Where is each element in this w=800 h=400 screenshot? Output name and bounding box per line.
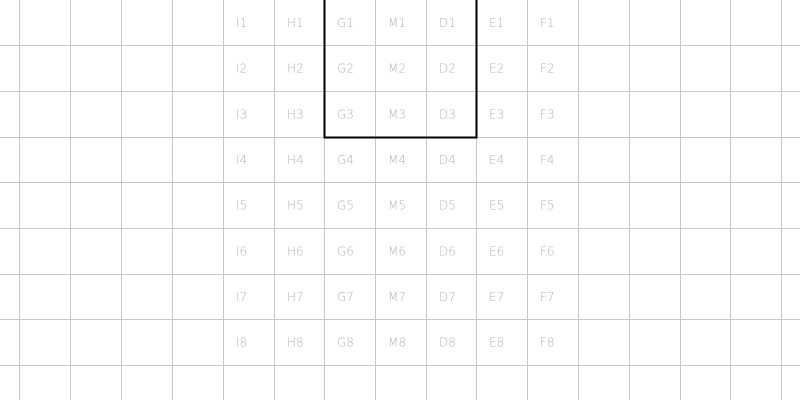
cell-label-d6: D6 [439, 245, 456, 259]
cell-label-f6: F6 [540, 245, 555, 259]
cell-label-f1: F1 [540, 16, 555, 30]
cell-label-d8: D8 [439, 336, 456, 350]
cell-label-g4: G4 [337, 153, 354, 167]
cell-label-e2: E2 [489, 62, 504, 76]
cell-label-h5: H5 [287, 199, 304, 213]
cell-label-f8: F8 [540, 336, 555, 350]
cell-label-e1: E1 [489, 16, 504, 30]
cell-label-e5: E5 [489, 199, 504, 213]
cell-label-i8: I8 [236, 336, 247, 350]
cell-label-m5: M5 [388, 199, 406, 213]
cell-label-d7: D7 [439, 290, 456, 304]
cell-label-g3: G3 [337, 108, 354, 122]
cell-label-m1: M1 [388, 16, 406, 30]
cell-label-g7: G7 [337, 290, 354, 304]
cell-label-h3: H3 [287, 108, 304, 122]
cell-label-i3: I3 [236, 108, 247, 122]
cell-label-g8: G8 [337, 336, 354, 350]
cell-label-f2: F2 [540, 62, 555, 76]
cell-label-m2: M2 [388, 62, 406, 76]
cell-label-f7: F7 [540, 290, 555, 304]
cell-label-i6: I6 [236, 245, 247, 259]
cell-label-g2: G2 [337, 62, 354, 76]
cell-label-h4: H4 [287, 153, 304, 167]
cell-label-m3: M3 [388, 108, 406, 122]
selection-outline [323, 0, 478, 139]
cell-label-h2: H2 [287, 62, 304, 76]
selection-border [323, 0, 478, 139]
cell-label-f4: F4 [540, 153, 555, 167]
cell-label-m7: M7 [388, 290, 406, 304]
cell-label-d3: D3 [439, 108, 456, 122]
cell-label-d1: D1 [439, 16, 456, 30]
cell-label-h1: H1 [287, 16, 304, 30]
cell-label-i5: I5 [236, 199, 247, 213]
cell-label-e6: E6 [489, 245, 504, 259]
cell-label-i1: I1 [236, 16, 247, 30]
cell-label-i4: I4 [236, 153, 247, 167]
cell-label-i7: I7 [236, 290, 247, 304]
cell-label-h8: H8 [287, 336, 304, 350]
cell-label-i2: I2 [236, 62, 247, 76]
cell-label-d5: D5 [439, 199, 456, 213]
cell-label-e3: E3 [489, 108, 504, 122]
cell-label-f3: F3 [540, 108, 555, 122]
cell-label-e7: E7 [489, 290, 504, 304]
cell-label-g1: G1 [337, 16, 354, 30]
cell-label-h7: H7 [287, 290, 304, 304]
cell-label-e4: E4 [489, 153, 504, 167]
cell-label-h6: H6 [287, 245, 304, 259]
cell-label-m8: M8 [388, 336, 406, 350]
cell-label-g6: G6 [337, 245, 354, 259]
cell-label-f5: F5 [540, 199, 555, 213]
cell-label-e8: E8 [489, 336, 504, 350]
cell-label-m6: M6 [388, 245, 406, 259]
cell-label-g5: G5 [337, 199, 354, 213]
cell-label-d4: D4 [439, 153, 456, 167]
cell-label-d2: D2 [439, 62, 456, 76]
cell-label-m4: M4 [388, 153, 406, 167]
